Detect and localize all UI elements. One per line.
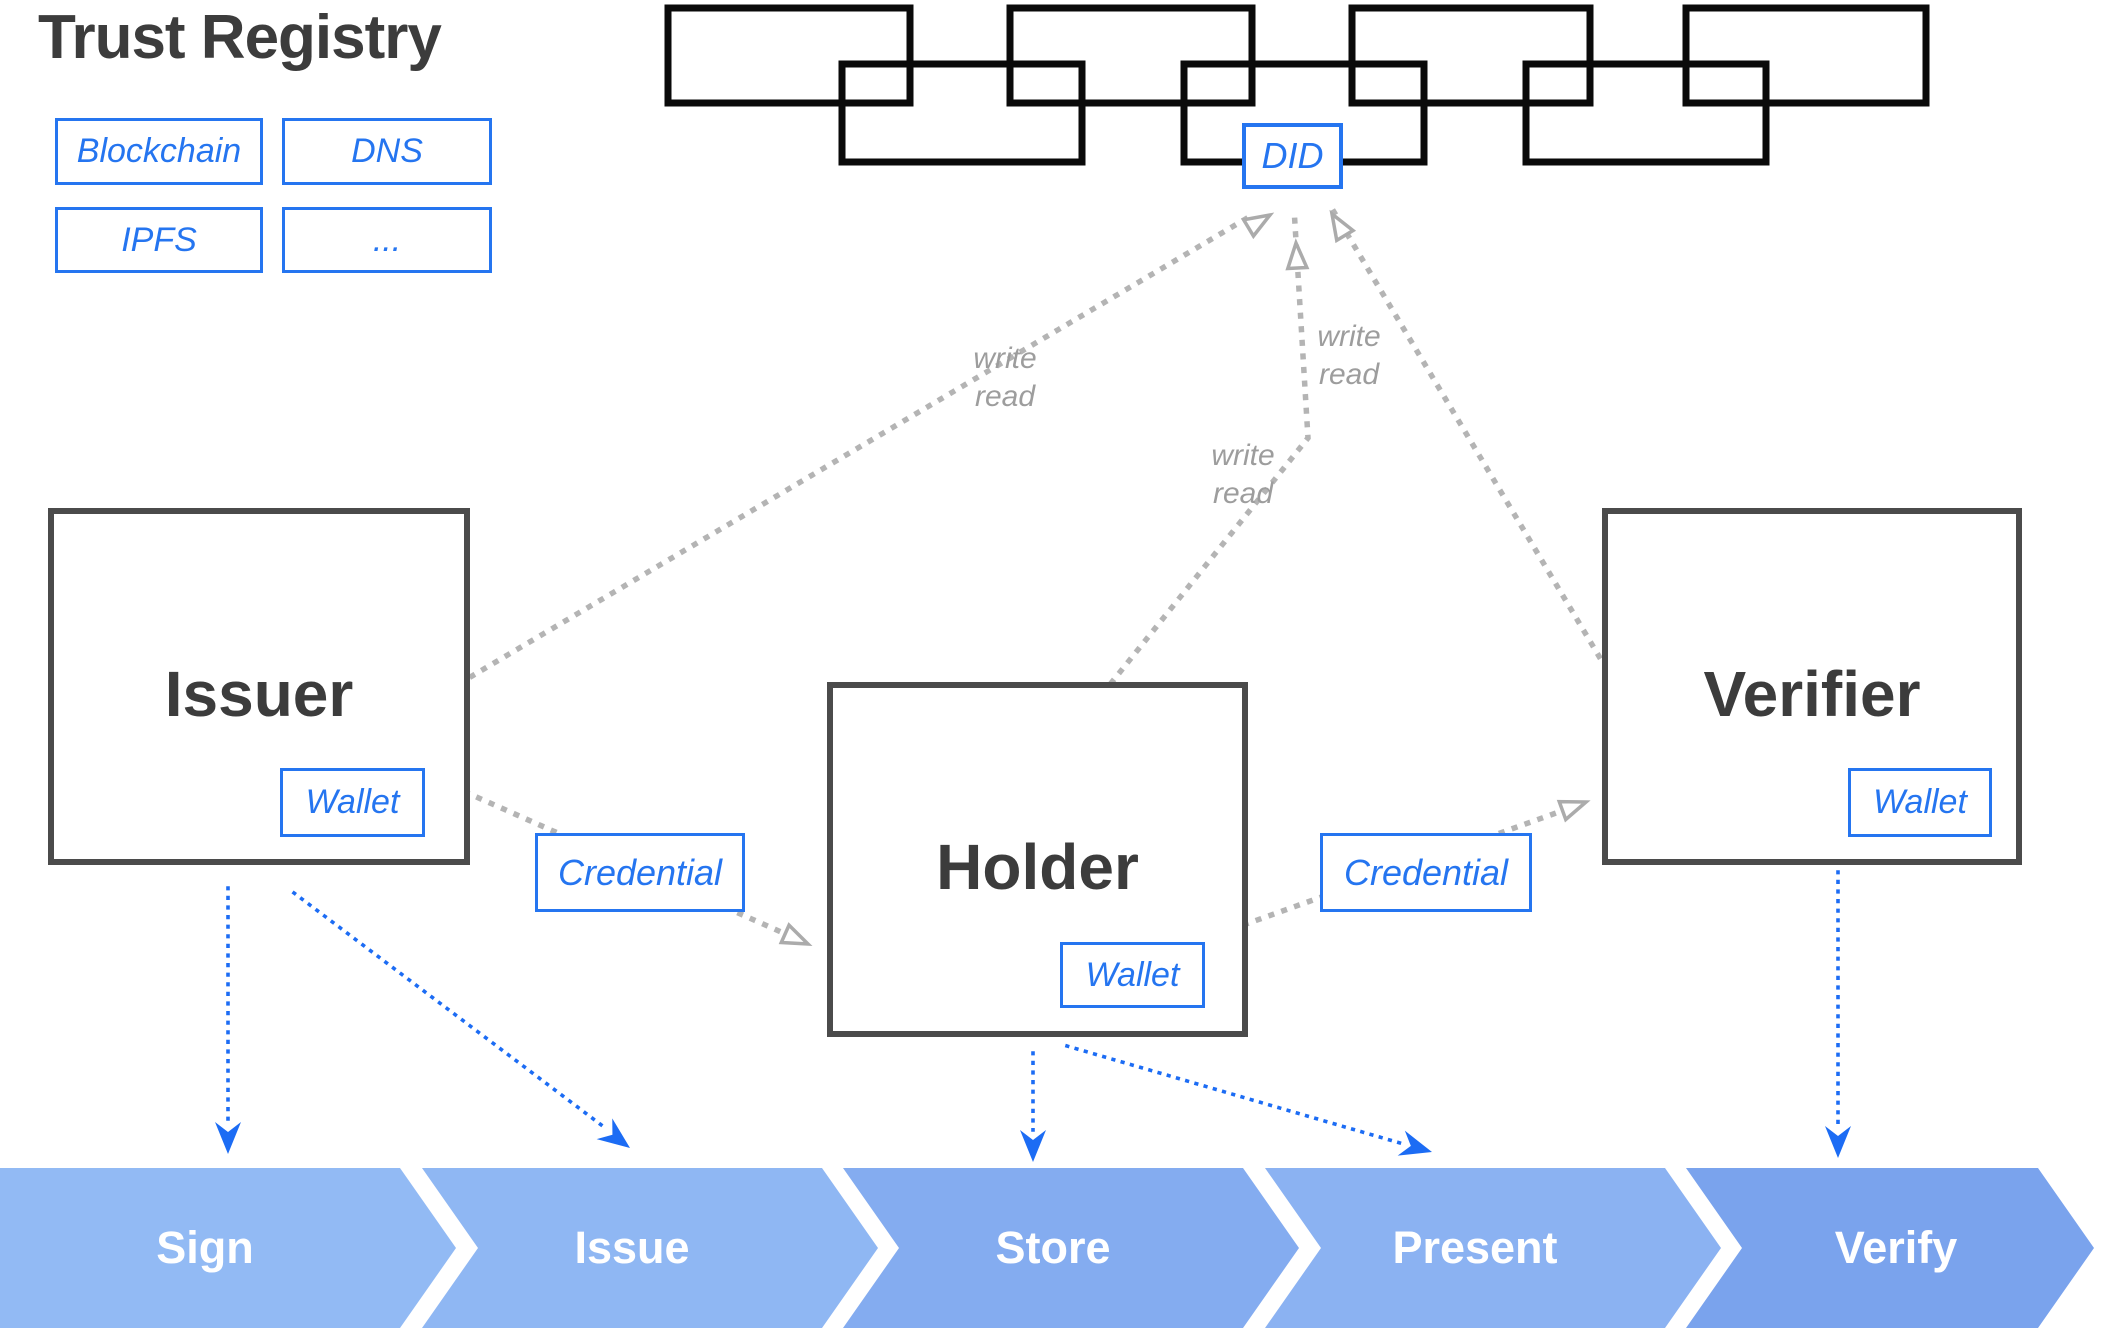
holder-box: Holder Wallet bbox=[827, 682, 1248, 1037]
registry-type-label: Blockchain bbox=[76, 132, 242, 170]
gray-arrowheads bbox=[778, 209, 1591, 947]
page-title: Trust Registry bbox=[38, 3, 442, 72]
issuer-to-did-line bbox=[468, 210, 1258, 680]
chain-link-top-4 bbox=[1682, 4, 1930, 107]
arrowhead-verify-icon bbox=[1825, 1126, 1851, 1158]
holder-registry-access-label: write read bbox=[1178, 437, 1308, 513]
process-step-label: Verify bbox=[1834, 1222, 1958, 1273]
process-step-lines bbox=[226, 870, 1840, 1146]
registry-type-ipfs: IPFS bbox=[55, 207, 263, 273]
process-step-label: Present bbox=[1392, 1222, 1558, 1273]
blue-arrowheads bbox=[215, 1118, 1851, 1162]
credential-label: Credential bbox=[557, 851, 723, 893]
verifier-label: Verifier bbox=[1703, 657, 1921, 730]
chain-link-bottom-3 bbox=[1522, 60, 1770, 166]
verifier-box: Verifier Wallet bbox=[1602, 508, 2022, 865]
wallet-label: Wallet bbox=[305, 783, 400, 821]
arrowhead-credential-to-holder-icon bbox=[778, 922, 813, 947]
arrowhead-issuer-to-did-icon bbox=[1240, 212, 1275, 240]
write-label: write bbox=[973, 342, 1037, 375]
issuer-registry-access-label: write read bbox=[940, 340, 1070, 416]
chain-link-top-3 bbox=[1348, 4, 1594, 107]
registry-type-label: ... bbox=[372, 220, 402, 259]
arrowhead-verifier-to-did-icon bbox=[1329, 209, 1357, 244]
holder-wallet-box: Wallet bbox=[1060, 942, 1205, 1008]
blockchain-chain-graphic bbox=[664, 4, 1930, 166]
holder-to-did-line bbox=[1108, 205, 1311, 686]
issuer-label: Issuer bbox=[164, 657, 354, 730]
registry-type-other: ... bbox=[282, 207, 492, 273]
arrowhead-sign-icon bbox=[215, 1122, 241, 1154]
issuer-wallet-box: Wallet bbox=[280, 768, 425, 837]
did-box: DID bbox=[1242, 123, 1343, 189]
read-label: read bbox=[1318, 358, 1380, 391]
read-label: read bbox=[974, 380, 1036, 413]
did-label: DID bbox=[1261, 135, 1324, 176]
wallet-label: Wallet bbox=[1085, 955, 1180, 994]
process-step-label: Sign bbox=[156, 1222, 254, 1273]
registry-type-dns: DNS bbox=[282, 118, 492, 185]
process-step-verify: Verify bbox=[1686, 1168, 2094, 1328]
registry-type-label: DNS bbox=[351, 132, 423, 170]
wallet-label: Wallet bbox=[1873, 783, 1967, 821]
arrowhead-store-icon bbox=[1020, 1130, 1046, 1162]
registry-type-blockchain: Blockchain bbox=[55, 118, 263, 185]
verifier-registry-access-label: write read bbox=[1284, 318, 1414, 394]
arrowhead-holder-to-did-icon bbox=[1285, 238, 1310, 271]
verifier-wallet-box: Wallet bbox=[1848, 768, 1992, 837]
arrowhead-credential-to-verifier-icon bbox=[1556, 799, 1591, 823]
verifier-to-did-line bbox=[1330, 208, 1610, 672]
process-step-label: Issue bbox=[574, 1222, 690, 1273]
credential-issuer-to-holder-box: Credential bbox=[535, 833, 745, 912]
process-step-store: Store bbox=[843, 1168, 1299, 1328]
process-step-sign: Sign bbox=[0, 1168, 456, 1328]
chain-link-top-2 bbox=[1006, 4, 1256, 107]
write-label: write bbox=[1317, 320, 1381, 353]
process-steps-band: Sign Issue Store Present Verify bbox=[0, 1168, 2108, 1328]
issuer-to-issue-line bbox=[291, 890, 607, 1130]
chain-link-bottom-1 bbox=[838, 60, 1086, 166]
process-step-present: Present bbox=[1265, 1168, 1721, 1328]
arrowhead-present-icon bbox=[1397, 1130, 1432, 1156]
read-label: read bbox=[1212, 477, 1274, 510]
registry-type-label: IPFS bbox=[121, 220, 197, 259]
credential-holder-to-verifier-box: Credential bbox=[1320, 833, 1532, 912]
issuer-box: Issuer Wallet bbox=[48, 508, 470, 865]
process-step-label: Store bbox=[995, 1222, 1111, 1273]
chain-link-top-1 bbox=[664, 4, 914, 107]
arrowhead-issue-icon bbox=[596, 1118, 630, 1148]
holder-label: Holder bbox=[936, 830, 1139, 903]
credential-label: Credential bbox=[1343, 851, 1509, 893]
write-label: write bbox=[1211, 439, 1275, 472]
holder-wallet-to-verifier-line bbox=[1203, 799, 1588, 942]
process-step-issue: Issue bbox=[422, 1168, 878, 1328]
holder-to-present-line bbox=[1064, 1043, 1403, 1146]
